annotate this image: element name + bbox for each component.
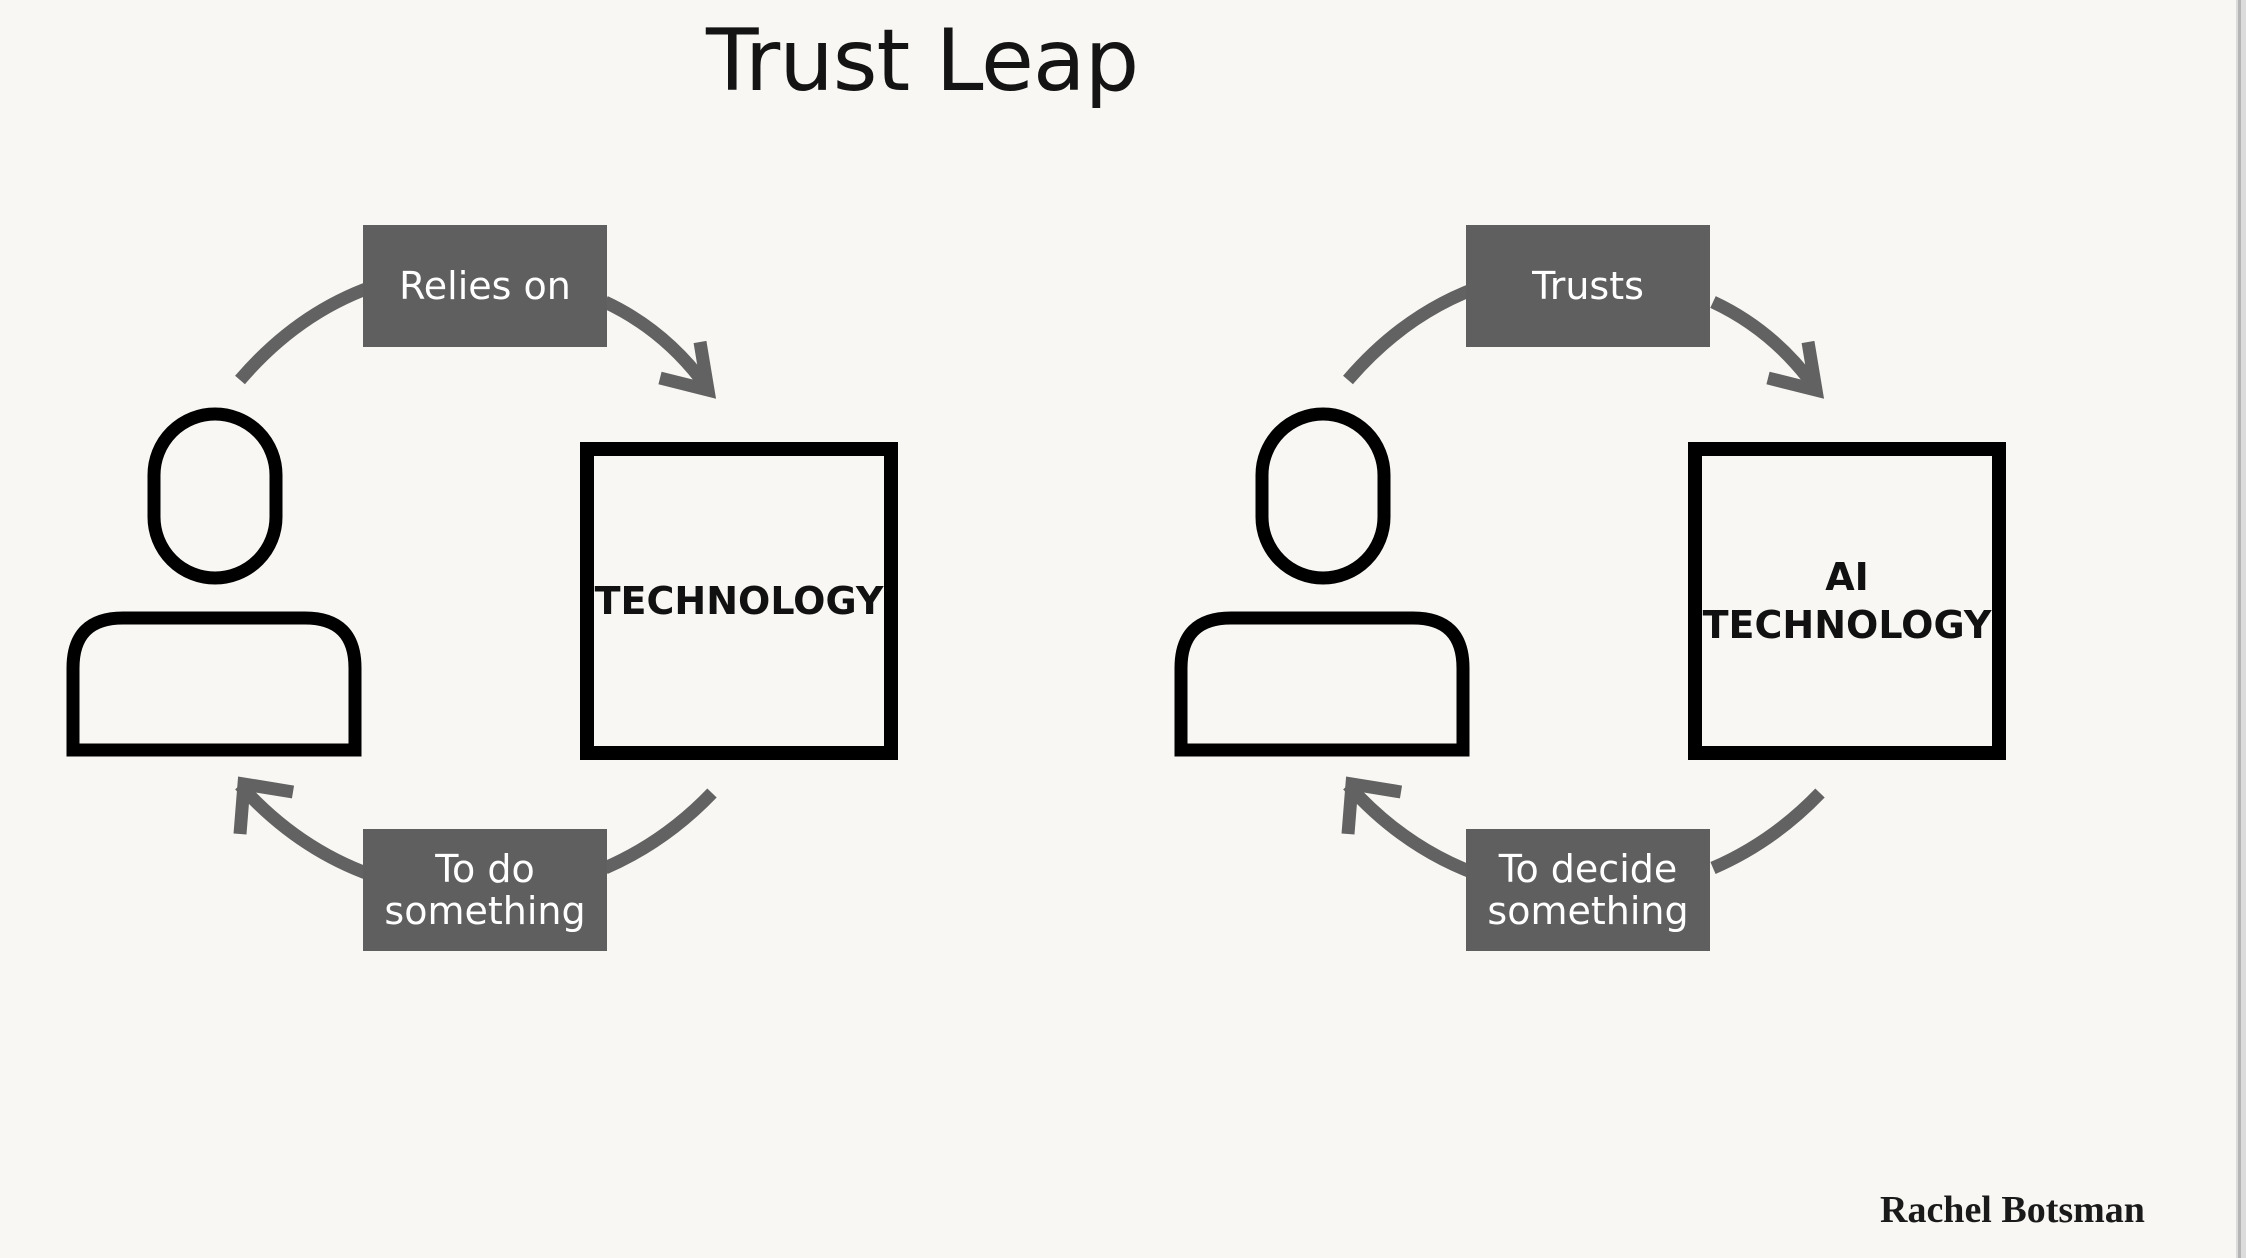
- relies-on-label-text: Relies on: [399, 264, 571, 308]
- author-credit: Rachel Botsman: [1880, 1189, 2145, 1231]
- scrollbar-edge: [2236, 0, 2246, 1258]
- to-decide-something-label: To decide something: [1466, 829, 1710, 951]
- scrollbar-edge-line: [2238, 0, 2241, 1258]
- technology-box: TECHNOLOGY: [580, 442, 898, 760]
- trusts-label: Trusts: [1466, 225, 1710, 347]
- arrow-bottom-left: [233, 776, 717, 885]
- diagram-left: [66, 277, 717, 885]
- ai-technology-box: AI TECHNOLOGY: [1688, 442, 2006, 760]
- to-do-something-line-2: something: [384, 889, 586, 933]
- to-decide-something-line-2: something: [1487, 889, 1689, 933]
- technology-box-line-1: TECHNOLOGY: [594, 579, 884, 623]
- diagram-right: [1174, 277, 1825, 885]
- ai-technology-box-line-1: AI: [1825, 555, 1869, 599]
- relies-on-label: Relies on: [363, 225, 607, 347]
- person-icon: [1174, 407, 1470, 757]
- trusts-label-text: Trusts: [1532, 264, 1644, 308]
- person-icon: [66, 407, 362, 757]
- arrow-top-left: [235, 277, 717, 399]
- to-do-something-label: To do something: [363, 829, 607, 951]
- slide-title: Trust Leap: [706, 11, 1139, 111]
- to-decide-something-line-1: To decide: [1498, 847, 1678, 891]
- to-do-something-line-1: To do: [435, 847, 535, 891]
- ai-technology-box-line-2: TECHNOLOGY: [1702, 603, 1992, 647]
